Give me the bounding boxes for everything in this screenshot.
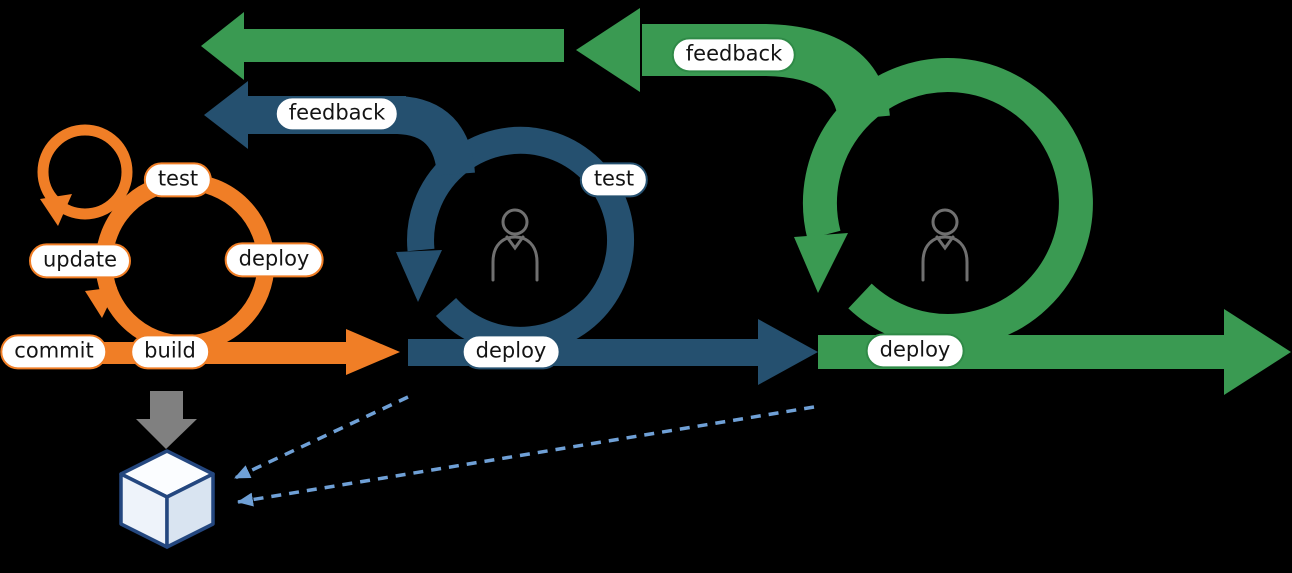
- artifact-flow: [119, 391, 815, 549]
- label-orange-update: update: [29, 243, 131, 279]
- green-feedback-tail-shaft: [242, 29, 564, 62]
- orange-self-loop-arrowhead: [40, 194, 72, 226]
- label-green-feedback: feedback: [671, 37, 797, 73]
- green-loop-arrowhead: [794, 233, 848, 293]
- label-navy-test: test: [579, 162, 649, 198]
- navy-loop-arrowhead: [396, 250, 442, 302]
- navy-feedback-connector: [396, 96, 475, 177]
- green-feedback-tail-arrowhead: [201, 12, 244, 80]
- person-icon: [491, 208, 539, 282]
- label-green-deploy: deploy: [865, 333, 965, 369]
- label-navy-deploy: deploy: [461, 334, 561, 370]
- green-loop-arc: [802, 57, 1093, 348]
- dashed-deploy-line: [237, 405, 815, 507]
- label-orange-build: build: [130, 334, 210, 370]
- build-output-arrow-shaft: [150, 391, 183, 419]
- package-cube-icon: [119, 449, 215, 549]
- dashed-deploy-line: [234, 395, 409, 480]
- cube-right-face: [165, 472, 215, 549]
- label-navy-feedback: feedback: [274, 96, 400, 132]
- build-output-arrowhead: [136, 419, 197, 449]
- green-deploy-arrowhead: [1224, 309, 1291, 395]
- label-orange-test: test: [143, 162, 213, 198]
- label-orange-deploy: deploy: [224, 242, 324, 278]
- navy-deploy-arrowhead: [758, 319, 818, 385]
- person-icon: [921, 208, 969, 282]
- label-orange-commit: commit: [0, 334, 108, 370]
- orange-flow-arrowhead: [346, 329, 400, 375]
- orange-self-loop: [37, 124, 133, 220]
- navy-feedback-arrowhead: [204, 81, 248, 149]
- green-feedback-arrowhead: [576, 8, 640, 92]
- orange-loop-arrowhead: [85, 287, 117, 318]
